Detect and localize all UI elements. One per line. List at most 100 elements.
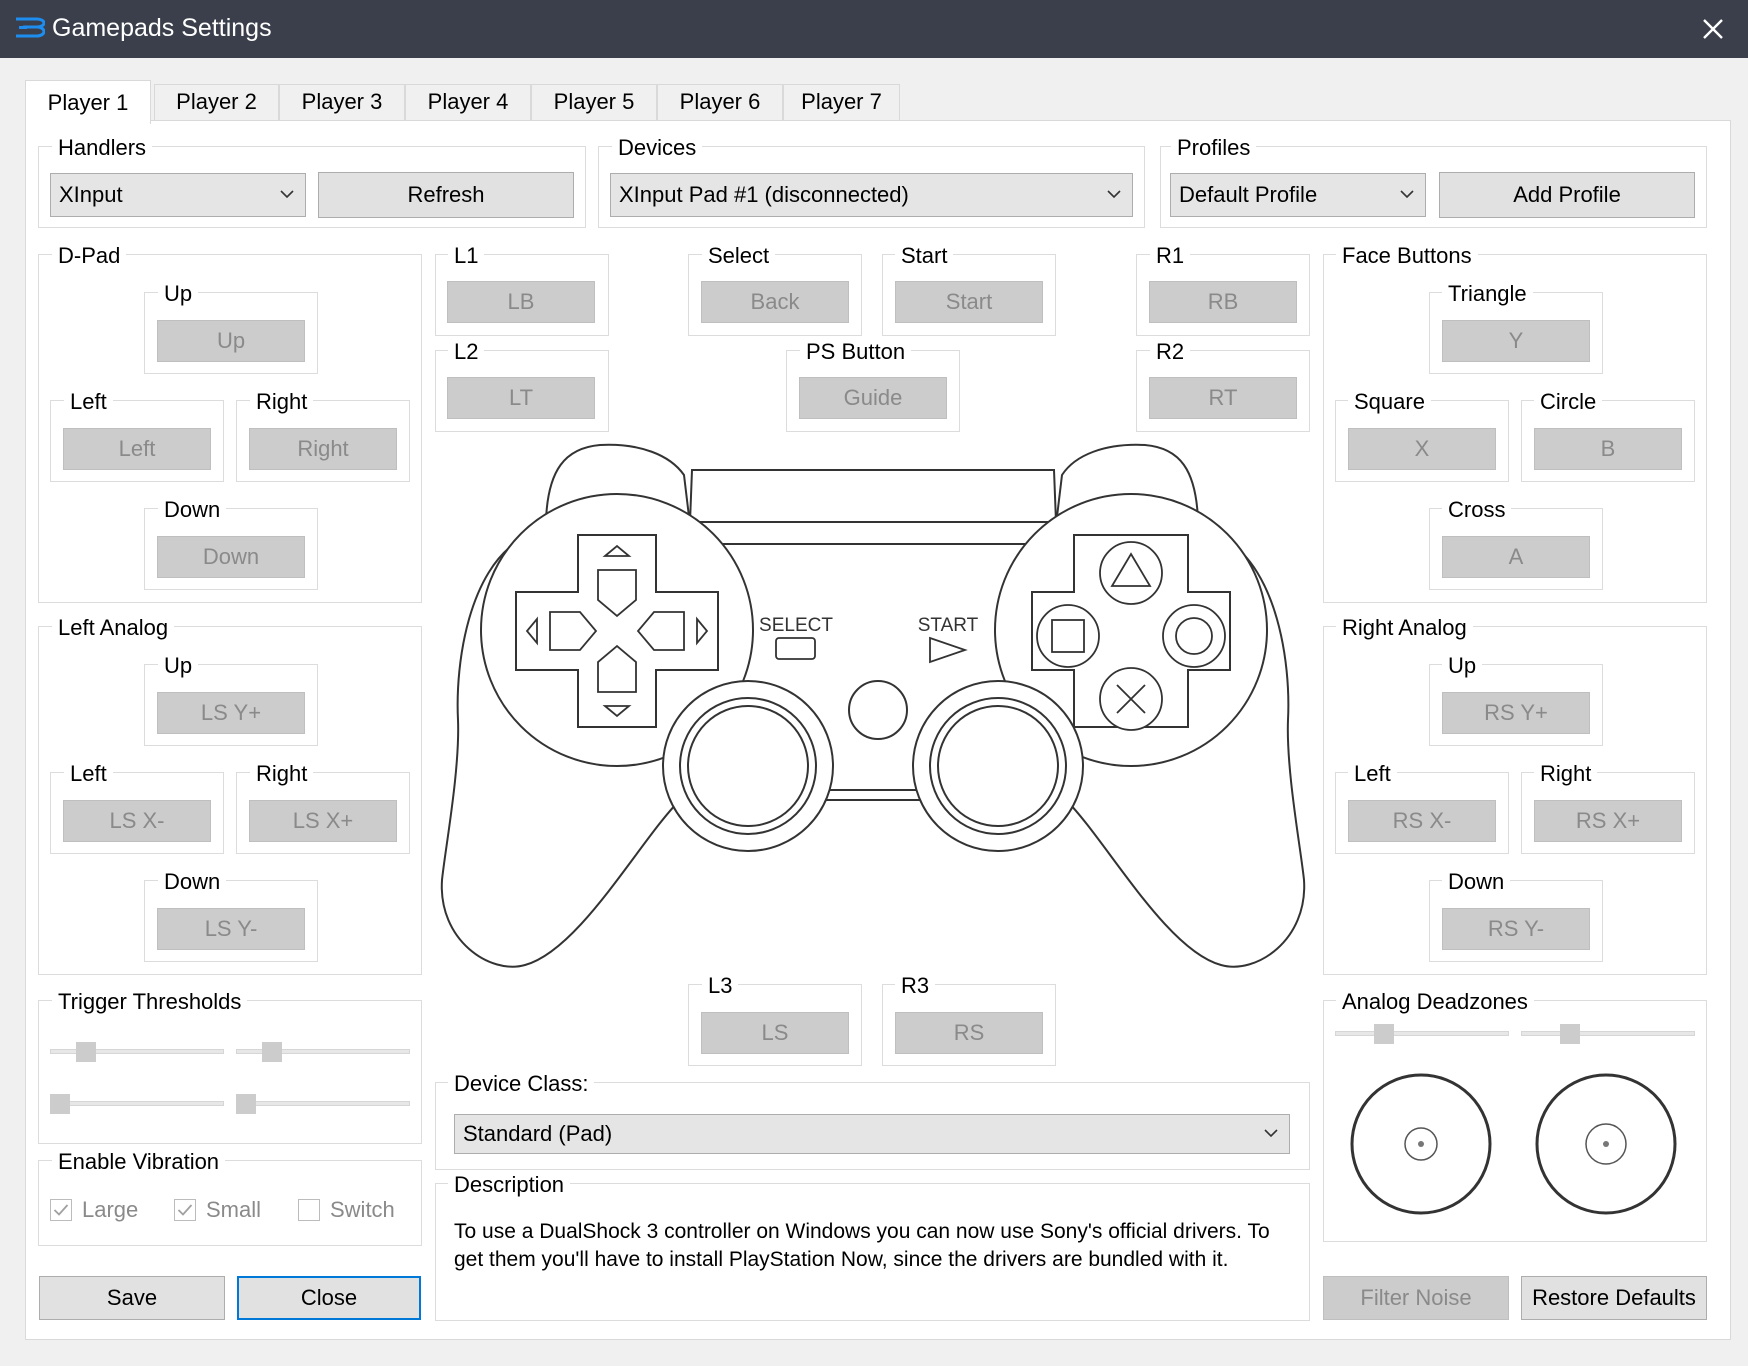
- r1-binding-button[interactable]: RB: [1149, 281, 1297, 323]
- slider-thumb[interactable]: [76, 1042, 97, 1062]
- square-binding-button[interactable]: X: [1348, 428, 1496, 470]
- profiles-group: [1160, 146, 1707, 228]
- checkmark-icon: [53, 1204, 69, 1216]
- tab-player-4[interactable]: Player 4: [405, 84, 531, 120]
- checkbox-box: [174, 1199, 196, 1221]
- dpad-down-binding-button[interactable]: Down: [157, 536, 305, 578]
- slider-track: [50, 1101, 224, 1106]
- circle-binding-button[interactable]: B: [1534, 428, 1682, 470]
- right-deadzone-preview: [1535, 1073, 1677, 1215]
- close-button[interactable]: Close: [237, 1276, 421, 1320]
- description-text: To use a DualShock 3 controller on Windo…: [454, 1220, 1270, 1271]
- r3-binding-button[interactable]: RS: [895, 1012, 1043, 1054]
- right-analog-down-binding-button[interactable]: RS Y-: [1442, 908, 1590, 950]
- start-group: [882, 254, 1056, 336]
- app-logo-icon: [16, 17, 45, 38]
- ps-button-label: PS Button: [800, 340, 912, 364]
- right-analog-left-binding-button[interactable]: RS X-: [1348, 800, 1496, 842]
- filter-noise-button[interactable]: Filter Noise: [1323, 1276, 1509, 1320]
- left-analog-left-binding-button[interactable]: LS X-: [63, 800, 211, 842]
- triangle-binding-button[interactable]: Y: [1442, 320, 1590, 362]
- right-analog-left-label: Left: [1348, 762, 1397, 786]
- devices-select[interactable]: XInput Pad #1 (disconnected): [610, 173, 1133, 217]
- profiles-select-value: Default Profile: [1179, 182, 1318, 207]
- slider-thumb[interactable]: [50, 1094, 70, 1114]
- right-analog-up-group: [1429, 664, 1603, 746]
- circle-label: Circle: [1534, 390, 1603, 414]
- right-deadzone-slider[interactable]: [1521, 1024, 1695, 1044]
- switch-vibration-checkbox[interactable]: Switch: [298, 1197, 395, 1223]
- select-binding-button[interactable]: Back: [701, 281, 849, 323]
- face-buttons-group: [1323, 254, 1707, 603]
- left-analog-down-binding-button[interactable]: LS Y-: [157, 908, 305, 950]
- l3-group: [688, 984, 862, 1066]
- dpad-right-binding-button[interactable]: Right: [249, 428, 397, 470]
- right-analog-up-binding-button[interactable]: RS Y+: [1442, 692, 1590, 734]
- controller-start-text: START: [918, 615, 979, 636]
- l2-label: L2: [448, 340, 485, 364]
- restore-defaults-button[interactable]: Restore Defaults: [1521, 1276, 1707, 1320]
- checkbox-label: Large: [82, 1197, 139, 1222]
- r2-label: R2: [1150, 340, 1191, 364]
- left-analog-group: [38, 626, 422, 975]
- dpad-down-group: [144, 508, 318, 590]
- r2-binding-button[interactable]: RT: [1149, 377, 1297, 419]
- tab-player-2[interactable]: Player 2: [154, 84, 279, 120]
- dpad-left-binding-button[interactable]: Left: [63, 428, 211, 470]
- right-analog-right-group: [1521, 772, 1695, 854]
- start-label: Start: [895, 244, 954, 268]
- left-trigger-secondary-slider[interactable]: [50, 1094, 224, 1114]
- slider-thumb[interactable]: [1559, 1024, 1580, 1044]
- handlers-select[interactable]: XInput: [50, 173, 306, 217]
- cross-binding-button[interactable]: A: [1442, 536, 1590, 578]
- l2-binding-button[interactable]: LT: [447, 377, 595, 419]
- slider-thumb[interactable]: [236, 1094, 256, 1114]
- l3-binding-button[interactable]: LS: [701, 1012, 849, 1054]
- right-analog-group: [1323, 626, 1707, 975]
- tab-player-6[interactable]: Player 6: [657, 84, 783, 120]
- tab-player-3[interactable]: Player 3: [279, 84, 405, 120]
- checkbox-box: [298, 1199, 320, 1221]
- handlers-group: [38, 146, 586, 228]
- l1-binding-button[interactable]: LB: [447, 281, 595, 323]
- slider-track: [236, 1101, 410, 1106]
- large-vibration-checkbox[interactable]: Large: [50, 1197, 138, 1223]
- dpad-up-label: Up: [158, 282, 199, 306]
- left-analog-left-group: [50, 772, 224, 854]
- left-deadzone-slider[interactable]: [1335, 1024, 1509, 1044]
- ps-button-binding-button[interactable]: Guide: [799, 377, 947, 419]
- left-analog-right-binding-button[interactable]: LS X+: [249, 800, 397, 842]
- left-analog-up-binding-button[interactable]: LS Y+: [157, 692, 305, 734]
- tab-player-1[interactable]: Player 1: [25, 80, 151, 124]
- left-trigger-threshold-slider[interactable]: [50, 1042, 224, 1062]
- right-trigger-threshold-slider[interactable]: [236, 1042, 410, 1062]
- dpad-up-group: [144, 292, 318, 374]
- right-trigger-secondary-slider[interactable]: [236, 1094, 410, 1114]
- close-window-button[interactable]: [1690, 8, 1736, 50]
- tab-player-5[interactable]: Player 5: [531, 84, 657, 120]
- device-class-select[interactable]: Standard (Pad): [454, 1114, 1290, 1154]
- dpad-left-group: [50, 400, 224, 482]
- slider-thumb[interactable]: [1373, 1024, 1394, 1044]
- refresh-button[interactable]: Refresh: [318, 172, 574, 218]
- checkbox-label: Switch: [330, 1197, 395, 1222]
- small-vibration-checkbox[interactable]: Small: [174, 1197, 261, 1223]
- profiles-select[interactable]: Default Profile: [1170, 173, 1426, 217]
- description-label: Description: [448, 1173, 571, 1197]
- devices-label: Devices: [612, 136, 703, 160]
- save-button[interactable]: Save: [39, 1276, 225, 1320]
- select-label: Select: [702, 244, 776, 268]
- vibration-group: [38, 1160, 422, 1246]
- r1-group: [1136, 254, 1310, 336]
- right-analog-down-group: [1429, 880, 1603, 962]
- right-analog-right-binding-button[interactable]: RS X+: [1534, 800, 1682, 842]
- dpad-up-binding-button[interactable]: Up: [157, 320, 305, 362]
- slider-thumb[interactable]: [262, 1042, 283, 1062]
- add-profile-button[interactable]: Add Profile: [1439, 172, 1695, 218]
- tab-player-7[interactable]: Player 7: [783, 84, 900, 120]
- start-binding-button[interactable]: Start: [895, 281, 1043, 323]
- close-icon: [1703, 19, 1723, 39]
- l1-label: L1: [448, 244, 485, 268]
- r1-label: R1: [1150, 244, 1191, 268]
- title-bar: Gamepads Settings: [0, 0, 1748, 58]
